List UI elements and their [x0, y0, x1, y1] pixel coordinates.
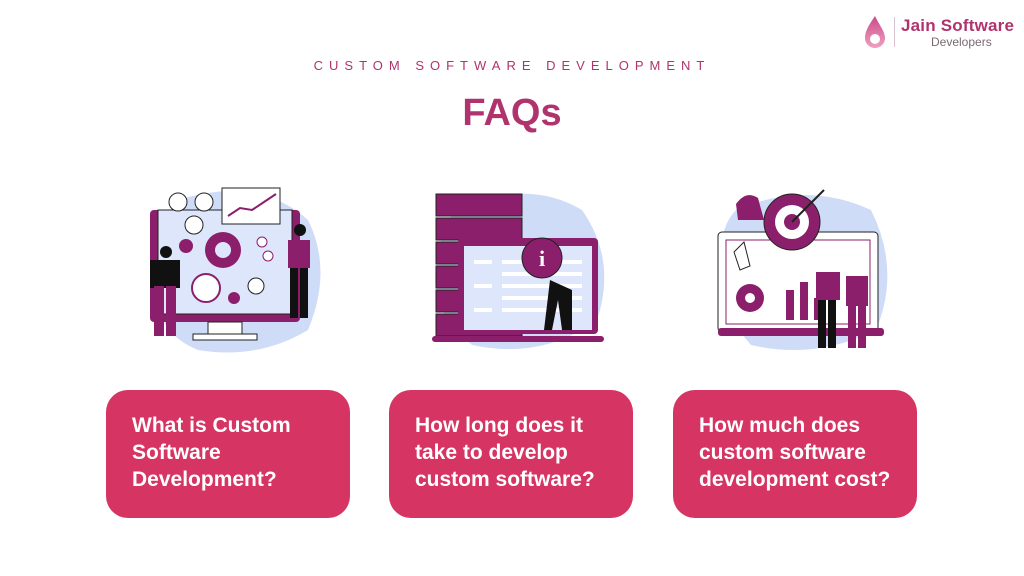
logo-divider	[894, 17, 895, 47]
faq-card-how-long[interactable]: How long does it take to develop custom …	[389, 390, 633, 518]
brand-logo: Jain Software Developers	[862, 12, 1022, 52]
faq-card-what-is[interactable]: What is Custom Software Development?	[106, 390, 350, 518]
brand-name: Jain Software	[901, 15, 1015, 35]
brand-subtitle: Developers	[931, 34, 992, 49]
faq-question: How much does custom software developmen…	[699, 414, 891, 491]
svg-text:i: i	[539, 246, 545, 271]
flame-logo-icon	[865, 16, 885, 48]
target-analytics-illustration	[717, 189, 888, 350]
faq-card-how-much[interactable]: How much does custom software developmen…	[673, 390, 917, 518]
team-dashboard-illustration	[150, 187, 321, 353]
faq-question: What is Custom Software Development?	[132, 414, 291, 491]
page-title: FAQs	[462, 92, 562, 134]
section-eyebrow: CUSTOM SOFTWARE DEVELOPMENT	[313, 58, 711, 73]
server-info-illustration: i	[432, 193, 605, 350]
faq-question: How long does it take to develop custom …	[415, 414, 595, 491]
